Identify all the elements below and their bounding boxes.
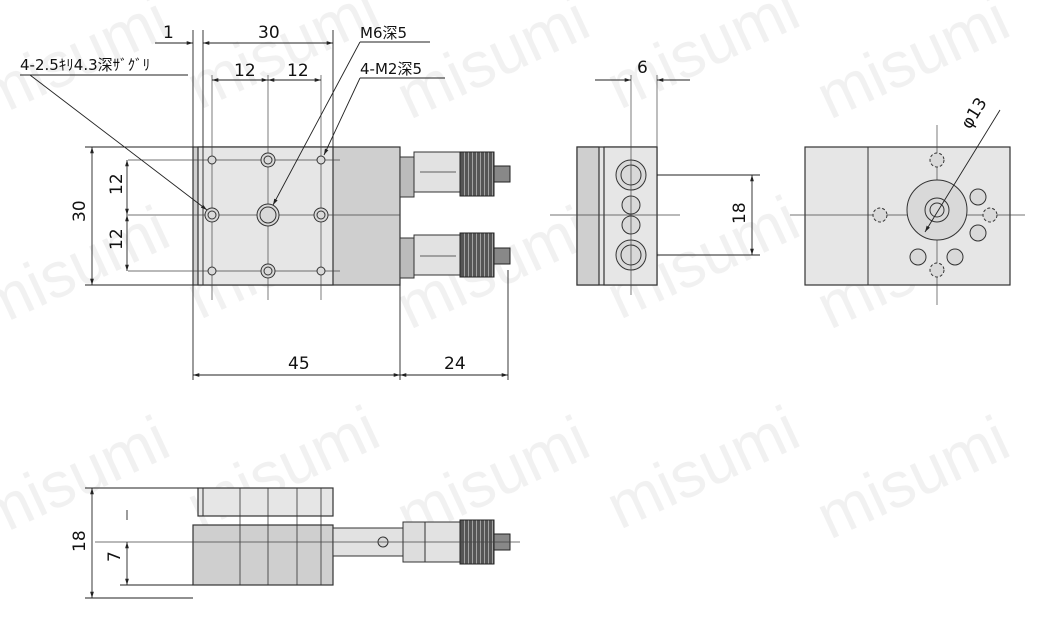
dim-18-label: 18: [730, 202, 750, 224]
dim-1-label: 1: [163, 23, 174, 43]
watermark-text: misumi: [595, 392, 809, 543]
counterbore-hole-inner: [207, 210, 217, 220]
dim-45-label: 45: [288, 354, 310, 374]
counterbore-hole-inner: [316, 210, 326, 220]
m2-callout: 4-M2深5: [360, 60, 422, 78]
counterbore-callout: 4-2.5ｷﾘ4.3深ｻﾞｸﾞﾘ: [20, 56, 150, 74]
dim-30-left-label: 30: [70, 200, 90, 222]
watermark-text: misumi: [0, 402, 180, 553]
counterbore-hole-inner: [263, 266, 273, 276]
m6-callout: M6深5: [360, 24, 407, 42]
m2-hole: [316, 266, 326, 276]
micrometer-head: [399, 232, 511, 279]
watermark-text: misumi: [175, 0, 389, 123]
watermark-text: misumi: [805, 402, 1019, 553]
side-view: 6 18: [550, 58, 760, 295]
m2-hole: [316, 155, 326, 165]
watermark-text: misumi: [595, 0, 809, 123]
dim-18-front-label: 18: [70, 530, 90, 552]
micrometer-head: [399, 151, 511, 198]
dim-12-label: 12: [234, 61, 256, 81]
top-table: [197, 487, 334, 517]
base-block: [192, 524, 334, 586]
m6-hole-inner: [259, 206, 277, 224]
dim-24-label: 24: [444, 354, 466, 374]
dim-12-label: 12: [287, 61, 309, 81]
m2-hole: [207, 155, 217, 165]
dim-7-label: 7: [105, 551, 125, 562]
top-view: 1 30 12 12 4-2.5ｷﾘ4.3深ｻﾞｸﾞﾘ M6深5 4-M2深5 …: [20, 23, 511, 380]
dim-30-label: 30: [258, 23, 280, 43]
m2-hole: [207, 266, 217, 276]
phi13-label: φ13: [957, 94, 991, 132]
watermark-text: misumi: [175, 392, 389, 543]
dim-6-label: 6: [637, 58, 648, 78]
end-view: φ13: [790, 94, 1025, 305]
dim-12-left-label: 12: [107, 173, 127, 195]
dim-12-left-label: 12: [107, 228, 127, 250]
counterbore-hole-inner: [263, 155, 273, 165]
watermark-text: misumi: [805, 0, 1019, 133]
front-view: 18 7: [70, 487, 520, 599]
